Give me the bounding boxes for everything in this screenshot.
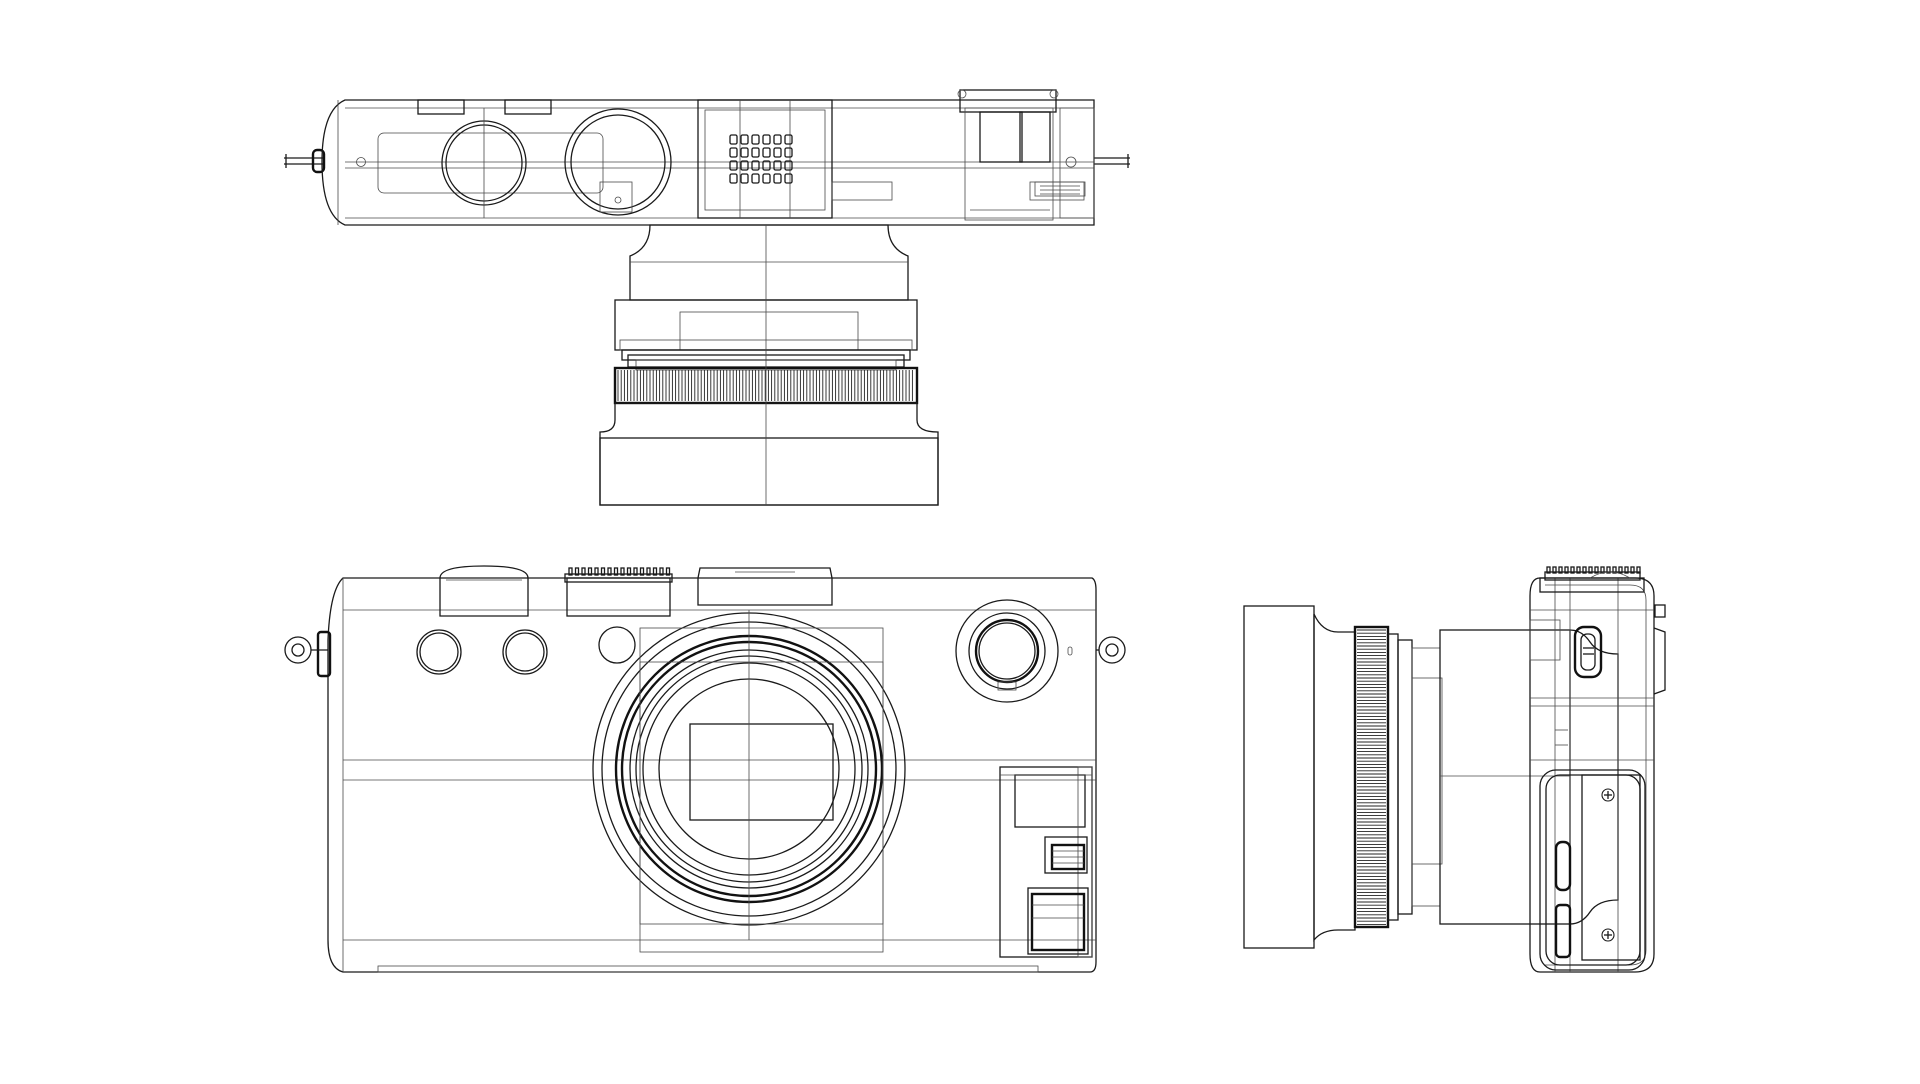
mode-dial — [441, 108, 527, 218]
front-view — [284, 565, 1126, 973]
lens-front — [592, 610, 906, 953]
vent-slot — [740, 173, 749, 184]
dial-tooth — [607, 567, 612, 576]
dial-tooth — [1564, 566, 1569, 574]
focus-ring-knurl — [617, 370, 913, 401]
vent-grid — [729, 134, 793, 184]
dial-teeth — [568, 567, 671, 576]
slot-cover-front — [1027, 887, 1089, 955]
eyecup-side — [1529, 604, 1666, 695]
dial-tooth — [1570, 566, 1575, 574]
dial-tooth — [633, 567, 638, 576]
dial-tooth — [568, 567, 573, 576]
vent-slot — [740, 147, 749, 158]
strap-lug-right — [1094, 154, 1130, 168]
vent-slot — [729, 147, 738, 158]
focus-ring-knurl-side — [1357, 629, 1386, 925]
dial-tooth — [1588, 566, 1593, 574]
dial-tooth — [1624, 566, 1629, 574]
dial-tooth — [1630, 566, 1635, 574]
dial-tooth — [639, 567, 645, 576]
vent-slot — [762, 134, 771, 145]
vent-slot — [773, 134, 782, 145]
dial-tooth — [1636, 566, 1641, 574]
dial-tooth — [1558, 566, 1563, 574]
lens-side-view — [1243, 605, 1619, 949]
front-button-2 — [502, 629, 548, 675]
dial-tooth — [1546, 566, 1551, 574]
dial-tooth — [1576, 566, 1581, 574]
body-front-outline — [327, 577, 1097, 973]
dial-tooth — [1612, 566, 1617, 574]
dial-tooth — [1582, 566, 1587, 574]
dial-tooth — [1594, 566, 1599, 574]
port-cover-front — [1044, 836, 1088, 874]
dial-tooth — [594, 567, 599, 576]
dial-front — [564, 567, 673, 617]
vent-slot — [751, 173, 760, 184]
port-cover — [1034, 181, 1086, 197]
dial-tooth — [613, 567, 619, 576]
dial-tooth — [665, 567, 671, 576]
lens-top-view — [599, 224, 939, 506]
dial-tooth — [1552, 566, 1557, 574]
vent-slot — [740, 134, 749, 145]
vent-slot — [784, 147, 793, 158]
vent-slot — [740, 160, 749, 171]
top-view — [284, 89, 1130, 506]
control-dial — [564, 108, 672, 216]
viewfinder-window — [955, 599, 1073, 703]
vent-slot — [762, 147, 771, 158]
dial-tooth — [581, 567, 586, 576]
side-view — [1243, 566, 1666, 973]
port-door-side — [1539, 729, 1646, 971]
vent-slot — [773, 147, 782, 158]
eyelet-block — [957, 89, 1095, 221]
hot-shoe — [697, 99, 833, 219]
dial-tooth — [652, 567, 658, 576]
vent-slot — [729, 173, 738, 184]
body-top-outline — [321, 99, 1095, 226]
dial-side-teeth — [1546, 566, 1641, 574]
vent-slot — [784, 173, 793, 184]
vent-slot — [751, 134, 760, 145]
vent-slot — [751, 147, 760, 158]
vent-slot — [773, 173, 782, 184]
dial-tooth — [600, 567, 606, 576]
front-button-1 — [416, 629, 462, 675]
shutter-button — [417, 99, 465, 115]
dial-tooth — [1618, 566, 1623, 574]
dial-tooth — [1606, 566, 1611, 574]
function-button — [504, 99, 552, 115]
vent-slot — [784, 134, 793, 145]
vent-slot — [751, 160, 760, 171]
strap-lug-side — [1573, 625, 1603, 679]
dial-tooth — [626, 567, 632, 576]
vent-slot — [762, 160, 771, 171]
front-button-3 — [598, 626, 636, 664]
dial-tooth — [659, 567, 664, 576]
vent-slot — [773, 160, 782, 171]
strap-lug-front-right — [1096, 636, 1126, 664]
vent-slot — [729, 134, 738, 145]
side-panel-front — [999, 766, 1093, 958]
vent-slot — [784, 160, 793, 171]
vent-slot — [762, 173, 771, 184]
dial-tooth — [574, 567, 580, 576]
hot-shoe-front — [697, 567, 833, 606]
strap-lug-left — [284, 148, 326, 174]
dial-side — [1539, 566, 1645, 593]
strap-lug-front-left — [284, 630, 332, 678]
vent-slot — [729, 160, 738, 171]
dial-tooth — [587, 567, 593, 576]
dial-tooth — [646, 567, 651, 576]
dial-tooth — [620, 567, 625, 576]
shutter-button-front — [439, 565, 529, 617]
